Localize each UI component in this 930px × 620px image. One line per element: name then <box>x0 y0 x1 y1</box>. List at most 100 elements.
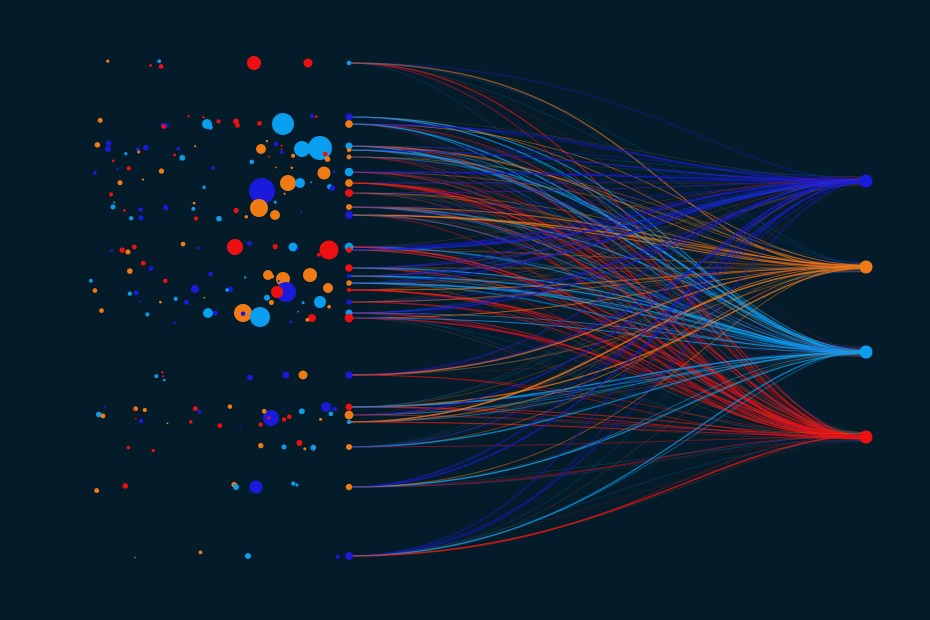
scatter-dot <box>345 211 353 219</box>
scatter-dot <box>317 166 331 180</box>
scatter-dot <box>119 247 125 253</box>
scatter-dot <box>125 249 131 255</box>
scatter-dot <box>305 317 310 322</box>
scatter-dot <box>329 185 336 192</box>
connection-curve <box>348 263 867 284</box>
connection-curve <box>348 312 867 348</box>
connection-curve <box>348 350 867 448</box>
scatter-dot <box>173 296 178 301</box>
scatter-dot <box>344 167 354 177</box>
scatter-dot <box>345 371 353 379</box>
scatter-dot <box>346 204 352 210</box>
scatter-dot <box>249 178 275 204</box>
scatter-dot <box>346 147 352 153</box>
connection-curve <box>348 354 867 448</box>
scatter-dot <box>346 273 352 279</box>
connection-curve <box>348 176 867 216</box>
scatter-dot <box>247 374 253 381</box>
connection-curve <box>348 62 867 267</box>
scatter-dot <box>159 300 162 304</box>
scatter-dot <box>88 278 93 283</box>
scatter-dot <box>93 170 97 175</box>
scatter-dot <box>270 210 280 220</box>
scatter-dot <box>203 308 213 318</box>
connection-curve <box>348 301 867 353</box>
scatter-dot <box>322 151 328 157</box>
scatter-dot <box>127 291 132 296</box>
connection-curve <box>348 179 867 248</box>
connection-curve <box>348 267 867 423</box>
connection-curve <box>348 214 867 440</box>
scatter-dot <box>321 402 331 412</box>
connection-curve <box>348 183 867 291</box>
connection-curve <box>348 350 867 557</box>
connection-curve <box>348 171 867 178</box>
connection-curve <box>348 249 867 357</box>
connection-curve <box>348 171 867 439</box>
connection-curve <box>348 179 867 216</box>
connection-curve <box>348 267 867 433</box>
scatter-dot <box>141 178 145 181</box>
scatter-dot <box>173 153 176 157</box>
scatter-dot <box>272 243 278 250</box>
connection-curve <box>348 265 867 488</box>
scatter-dot <box>288 242 298 252</box>
scatter-dot <box>126 445 131 450</box>
connection-curve <box>348 271 867 557</box>
scatter-dot <box>344 410 354 420</box>
scatter-dot <box>116 167 119 170</box>
scatter-dot <box>194 145 197 148</box>
blue-hub <box>859 174 873 188</box>
scatter-dot <box>264 294 270 301</box>
scatter-dot <box>162 375 165 378</box>
connection-curve <box>348 192 867 437</box>
scatter-dot <box>216 215 222 222</box>
scatter-dot <box>261 408 267 414</box>
scatter-dot <box>308 314 316 322</box>
connection-curve <box>348 351 867 423</box>
scatter-dot <box>198 550 203 555</box>
scatter-dot <box>289 320 293 324</box>
scatter-dot <box>345 264 353 272</box>
scatter-dot <box>316 252 321 257</box>
scatter-dot <box>273 200 277 204</box>
scatter-dot <box>158 168 165 174</box>
connection-curve <box>348 268 867 291</box>
light-blue-hub <box>859 345 873 359</box>
scatter-dot <box>113 201 116 204</box>
connection-curve <box>348 214 867 355</box>
scatter-dot <box>248 490 251 493</box>
connection-curve <box>348 149 867 434</box>
scatter-dot <box>294 141 310 157</box>
connection-curve <box>348 179 867 277</box>
scatter-dot <box>163 378 166 382</box>
scatter-dot <box>99 308 104 313</box>
connection-curve <box>348 214 867 354</box>
connection-curve <box>348 62 867 266</box>
scatter-dot <box>273 141 279 147</box>
scatter-dot <box>96 411 102 418</box>
scatter-dot <box>161 124 166 129</box>
scatter-dot <box>287 414 292 419</box>
scatter-dot <box>312 450 315 453</box>
scatter-dot <box>202 185 206 189</box>
scatter-dot <box>247 241 252 246</box>
scatter-dot <box>151 448 155 453</box>
connection-curve <box>348 406 867 437</box>
connection-curve <box>348 435 867 448</box>
scatter-dot <box>239 425 242 428</box>
connection-curve <box>348 176 867 291</box>
scatter-dot <box>281 444 287 450</box>
scatter-dot <box>244 215 248 219</box>
scatter-dot <box>310 181 313 184</box>
connection-curve <box>348 171 867 180</box>
connection-curve <box>348 178 867 416</box>
connection-curve <box>348 182 867 291</box>
scatter-dot <box>109 192 114 197</box>
connection-curve <box>348 439 867 488</box>
scatter-dot <box>189 420 193 424</box>
scatter-dot <box>335 554 340 559</box>
scatter-dot <box>296 247 299 251</box>
connection-curve <box>348 181 867 277</box>
connection-curve <box>348 183 867 314</box>
